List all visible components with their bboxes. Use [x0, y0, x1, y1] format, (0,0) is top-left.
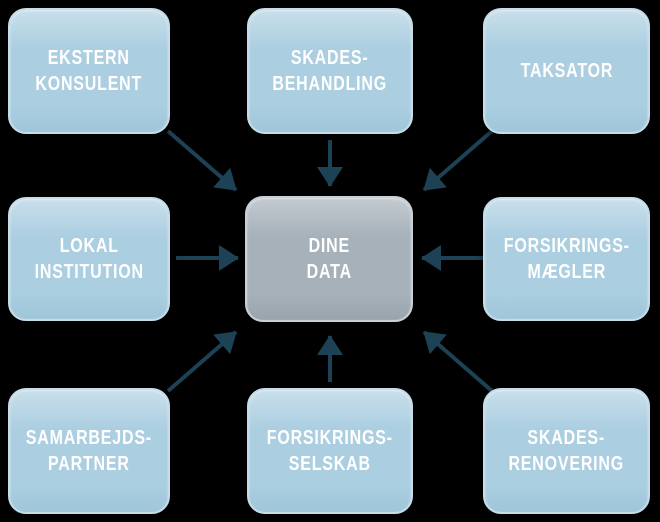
node-label-line: SELSKAB	[288, 453, 372, 475]
node-label: SAMARBEJDS- PARTNER	[26, 425, 152, 477]
node-label-line: LOKAL	[59, 235, 119, 257]
node-skades-behandling: SKADES- BEHANDLING	[247, 8, 413, 134]
node-label: LOKAL INSTITUTION	[34, 233, 143, 285]
node-label-line: SKADES-	[291, 47, 369, 69]
arrow-bottom-right-to-center	[422, 330, 494, 393]
node-label-line: BEHANDLING	[272, 73, 388, 95]
node-forsikrings-maegler: FORSIKRINGS- MÆGLER	[483, 197, 650, 321]
arrow-top-left-to-center	[166, 129, 238, 192]
node-forsikrings-selskab: FORSIKRINGS- SELSKAB	[247, 388, 413, 514]
node-label: FORSIKRINGS- MÆGLER	[503, 233, 629, 285]
node-label-line: EKSTERN	[47, 47, 131, 69]
node-label: EKSTERN KONSULENT	[36, 45, 143, 97]
node-label-line: PARTNER	[48, 453, 130, 475]
node-label: TAKSATOR	[520, 58, 613, 84]
node-taksator: TAKSATOR	[483, 8, 650, 134]
node-label-line: DATA	[306, 261, 352, 283]
node-label-line: KONSULENT	[35, 73, 143, 95]
arrow-bottom-left-to-center	[166, 330, 238, 393]
node-label-line: SKADES-	[527, 427, 606, 449]
node-label-line: INSTITUTION	[34, 261, 144, 283]
node-label: DINE DATA	[306, 233, 351, 285]
node-label: SKADES- BEHANDLING	[273, 45, 388, 97]
node-label-line: DINE	[308, 235, 350, 257]
node-skades-renovering: SKADES- RENOVERING	[483, 388, 650, 514]
node-label-line: MÆGLER	[527, 261, 606, 283]
node-ekstern-konsulent: EKSTERN KONSULENT	[8, 8, 170, 134]
node-label: SKADES- RENOVERING	[509, 425, 625, 477]
node-samarbejds-partner: SAMARBEJDS- PARTNER	[8, 388, 170, 514]
node-label: FORSIKRINGS- SELSKAB	[267, 425, 393, 477]
node-label-line: SAMARBEJDS-	[25, 427, 153, 449]
node-lokal-institution: LOKAL INSTITUTION	[8, 197, 170, 321]
node-label-line: FORSIKRINGS-	[266, 427, 394, 449]
node-label-line: RENOVERING	[508, 453, 625, 475]
node-label-line: FORSIKRINGS-	[503, 235, 630, 257]
node-label-line: TAKSATOR	[520, 60, 613, 82]
node-dine-data: DINE DATA	[245, 196, 413, 322]
arrow-top-right-to-center	[422, 129, 494, 192]
